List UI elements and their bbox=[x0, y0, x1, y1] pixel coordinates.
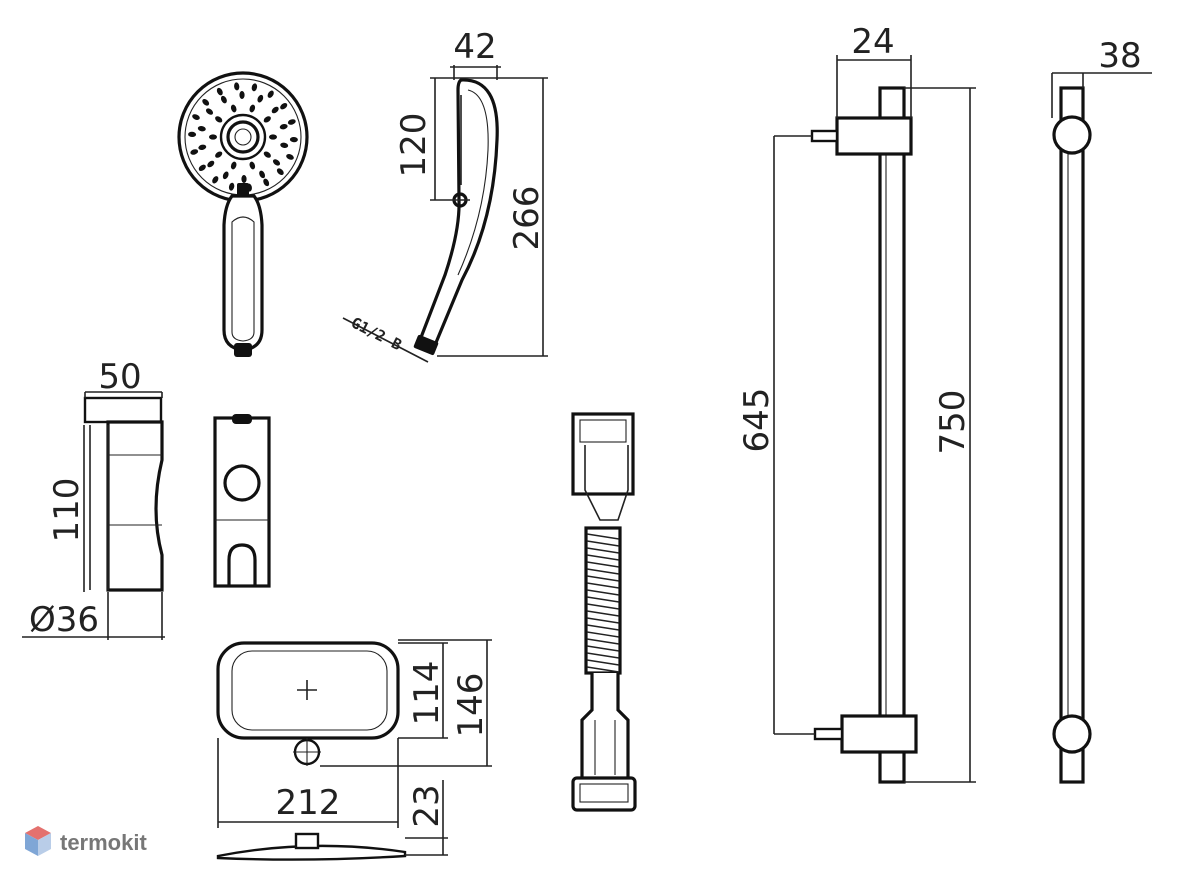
nozzle bbox=[263, 151, 271, 158]
nozzle bbox=[212, 176, 219, 184]
nozzle bbox=[228, 182, 235, 191]
hose-coil bbox=[586, 603, 620, 610]
nozzle bbox=[249, 104, 256, 113]
dim-handset-length: 266 bbox=[507, 186, 547, 251]
dim-dish-width: 212 bbox=[276, 783, 341, 823]
nozzle bbox=[207, 160, 215, 168]
nozzle bbox=[280, 103, 288, 110]
hose-coils bbox=[586, 533, 620, 673]
nozzle bbox=[215, 116, 223, 123]
dim-head-width: 42 bbox=[453, 27, 496, 67]
nozzle bbox=[239, 91, 245, 99]
nozzle bbox=[276, 168, 284, 176]
nozzle bbox=[280, 142, 289, 148]
nozzle bbox=[216, 87, 223, 96]
brand-name: termokit bbox=[60, 830, 147, 855]
nozzle bbox=[263, 116, 271, 123]
hose-coil bbox=[586, 617, 620, 624]
soap-dish-top-view: 114 146 212 bbox=[216, 639, 492, 828]
dim-bar-depth: 38 bbox=[1098, 36, 1141, 76]
nozzle bbox=[222, 171, 229, 180]
nozzle bbox=[272, 159, 281, 166]
hose-coil bbox=[586, 666, 620, 673]
nozzle bbox=[241, 175, 247, 183]
nozzle bbox=[198, 144, 207, 151]
nozzle bbox=[198, 164, 206, 171]
hose-coil bbox=[586, 610, 620, 617]
nozzle bbox=[286, 154, 294, 160]
shower-hose bbox=[571, 412, 637, 812]
dim-dish-outer: 146 bbox=[451, 673, 491, 738]
hose-coil bbox=[586, 659, 620, 666]
nozzle bbox=[263, 178, 270, 187]
nozzle bbox=[205, 108, 214, 115]
nozzle bbox=[197, 126, 206, 132]
nozzle bbox=[202, 98, 210, 106]
nozzle bbox=[188, 131, 197, 138]
nozzle-pattern bbox=[188, 82, 298, 192]
dim-head-height: 120 bbox=[394, 113, 434, 178]
dim-dish-height: 23 bbox=[407, 784, 447, 827]
hose-coil bbox=[586, 645, 620, 652]
brand-logo: termokit bbox=[25, 826, 147, 856]
hose-coil bbox=[586, 638, 620, 645]
hose-coil bbox=[586, 624, 620, 631]
dim-dish-inner: 114 bbox=[407, 661, 447, 726]
holder-side-view: 50 110 Ø36 bbox=[22, 357, 165, 640]
nozzle bbox=[289, 136, 298, 143]
nozzle bbox=[251, 83, 258, 92]
nozzle bbox=[192, 114, 200, 120]
slide-bar-front-view: 24 645 750 bbox=[737, 22, 976, 784]
hose-coil bbox=[586, 554, 620, 561]
nozzle bbox=[209, 134, 217, 140]
nozzle bbox=[234, 82, 240, 91]
nozzle bbox=[230, 161, 237, 170]
dim-bar-length: 750 bbox=[933, 390, 973, 455]
dim-holder-width: 50 bbox=[98, 357, 141, 397]
hand-shower-front-view bbox=[177, 71, 309, 357]
nozzle bbox=[269, 134, 277, 140]
thread-spec: G1/2 B bbox=[348, 314, 404, 355]
hose-coil bbox=[586, 533, 620, 540]
nozzle bbox=[215, 151, 223, 158]
hose-coil bbox=[586, 652, 620, 659]
hose-coil bbox=[586, 596, 620, 603]
dim-holder-height: 110 bbox=[47, 478, 87, 543]
hose-coil bbox=[586, 631, 620, 638]
hose-coil bbox=[586, 547, 620, 554]
nozzle bbox=[249, 161, 256, 170]
nozzle bbox=[230, 104, 237, 113]
dim-slider-offset: 24 bbox=[851, 22, 894, 62]
hose-coil bbox=[586, 561, 620, 568]
slide-bar-side-view: 38 bbox=[1051, 36, 1152, 784]
hose-coil bbox=[586, 540, 620, 547]
nozzle bbox=[259, 170, 266, 179]
holder-front-view bbox=[213, 414, 271, 588]
nozzle bbox=[287, 119, 296, 125]
nozzle bbox=[220, 95, 227, 104]
dim-bar-diameter: Ø36 bbox=[29, 600, 99, 640]
hand-shower-side-view: 42 120 266 G1/2 B bbox=[342, 27, 548, 363]
nozzle bbox=[271, 106, 279, 114]
nozzle bbox=[267, 90, 274, 98]
hose-coil bbox=[586, 575, 620, 582]
hexagon-cube-logo bbox=[25, 826, 51, 856]
dim-fixing-spacing: 645 bbox=[737, 388, 777, 453]
nozzle bbox=[257, 94, 264, 103]
hose-coil bbox=[586, 568, 620, 575]
soap-dish-side-view: 23 bbox=[216, 780, 448, 861]
nozzle bbox=[190, 149, 199, 155]
nozzle bbox=[279, 123, 288, 130]
hose-coil bbox=[586, 589, 620, 596]
hose-coil bbox=[586, 582, 620, 589]
